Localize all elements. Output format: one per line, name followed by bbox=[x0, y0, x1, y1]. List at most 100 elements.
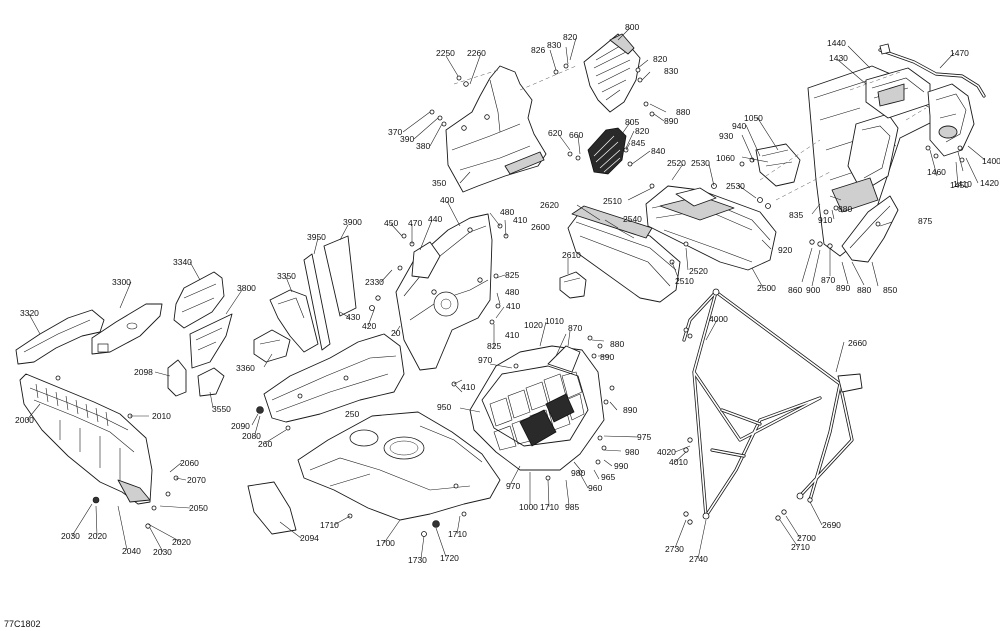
callout-250: 250 bbox=[345, 409, 359, 419]
callout-900: 900 bbox=[806, 285, 820, 295]
callout-2070: 2070 bbox=[187, 475, 206, 485]
callout-2098: 2098 bbox=[134, 367, 153, 377]
callout-2610: 2610 bbox=[562, 250, 581, 260]
callout-835: 835 bbox=[789, 210, 803, 220]
callout-860: 860 bbox=[788, 285, 802, 295]
callout-975: 975 bbox=[637, 432, 651, 442]
callout-1430: 1430 bbox=[829, 53, 848, 63]
callout-2730: 2730 bbox=[665, 544, 684, 554]
callout-410: 410 bbox=[506, 301, 520, 311]
callout-826: 826 bbox=[531, 45, 545, 55]
callout-845: 845 bbox=[631, 138, 645, 148]
callout-875: 875 bbox=[918, 216, 932, 226]
callout-2520: 2520 bbox=[689, 266, 708, 276]
callout-20: 20 bbox=[391, 328, 401, 338]
callout-3340: 3340 bbox=[173, 257, 192, 267]
callout-960: 960 bbox=[588, 483, 602, 493]
callout-825: 825 bbox=[487, 341, 501, 351]
callout-1420: 1420 bbox=[980, 178, 999, 188]
callout-910: 910 bbox=[818, 215, 832, 225]
trim-panel-2600 bbox=[567, 205, 681, 303]
callout-2710: 2710 bbox=[791, 542, 810, 552]
side-panel-350 bbox=[445, 65, 547, 193]
callout-370: 370 bbox=[388, 127, 402, 137]
callout-3550: 3550 bbox=[212, 404, 231, 414]
callout-880: 880 bbox=[857, 285, 871, 295]
callout-470: 470 bbox=[408, 218, 422, 228]
callout-1050: 1050 bbox=[744, 113, 763, 123]
callout-4020: 4020 bbox=[657, 447, 676, 457]
callout-2040: 2040 bbox=[122, 546, 141, 556]
callout-labels: 2250 2260 370 390 380 350 826 830 820 80… bbox=[15, 22, 1000, 565]
callout-1020: 1020 bbox=[524, 320, 543, 330]
callout-2090: 2090 bbox=[231, 421, 250, 431]
callout-920: 920 bbox=[778, 245, 792, 255]
callout-1730: 1730 bbox=[408, 555, 427, 565]
callout-930: 930 bbox=[719, 131, 733, 141]
callout-1410: 1410 bbox=[953, 179, 972, 189]
callout-410: 410 bbox=[505, 330, 519, 340]
callout-400: 400 bbox=[440, 195, 454, 205]
rear-frame-1430 bbox=[807, 43, 986, 257]
callout-3300: 3300 bbox=[112, 277, 131, 287]
diagram-code: 77C1802 bbox=[4, 619, 41, 629]
rear-floor-2000 bbox=[19, 373, 153, 505]
callout-660: 660 bbox=[569, 130, 583, 140]
callout-1060: 1060 bbox=[716, 153, 735, 163]
callout-480: 480 bbox=[500, 207, 514, 217]
callout-4000: 4000 bbox=[709, 314, 728, 324]
callout-430: 430 bbox=[346, 312, 360, 322]
callout-2020: 2020 bbox=[88, 531, 107, 541]
callout-980: 980 bbox=[571, 468, 585, 478]
callout-890: 890 bbox=[664, 116, 678, 126]
callout-2060: 2060 bbox=[180, 458, 199, 468]
tray-950 bbox=[469, 345, 605, 471]
callout-985: 985 bbox=[565, 502, 579, 512]
callout-2020: 2020 bbox=[172, 537, 191, 547]
callout-2520: 2520 bbox=[667, 158, 686, 168]
callout-3950: 3950 bbox=[307, 232, 326, 242]
callout-410: 410 bbox=[461, 382, 475, 392]
duct-2500 bbox=[645, 185, 777, 271]
callout-890: 890 bbox=[600, 352, 614, 362]
callout-2690: 2690 bbox=[822, 520, 841, 530]
callout-380: 380 bbox=[416, 141, 430, 151]
callout-2620: 2620 bbox=[540, 200, 559, 210]
callout-1710: 1710 bbox=[540, 502, 559, 512]
callout-3360: 3360 bbox=[236, 363, 255, 373]
callout-410: 410 bbox=[513, 215, 527, 225]
callout-2530: 2530 bbox=[691, 158, 710, 168]
callout-870: 870 bbox=[568, 323, 582, 333]
callout-2094: 2094 bbox=[300, 533, 319, 543]
callout-2250: 2250 bbox=[436, 48, 455, 58]
callout-850: 850 bbox=[883, 285, 897, 295]
callout-980: 980 bbox=[625, 447, 639, 457]
callout-2030: 2030 bbox=[153, 547, 172, 557]
callout-880: 880 bbox=[838, 204, 852, 214]
callout-1710: 1710 bbox=[448, 529, 467, 539]
callout-970: 970 bbox=[506, 481, 520, 491]
callout-leaders bbox=[26, 27, 986, 560]
callout-440: 440 bbox=[428, 214, 442, 224]
callout-880: 880 bbox=[676, 107, 690, 117]
callout-800: 800 bbox=[625, 22, 639, 32]
callout-2530: 2530 bbox=[726, 181, 745, 191]
callout-2660: 2660 bbox=[848, 338, 867, 348]
grill-805 bbox=[587, 127, 627, 175]
main-floor-1700 bbox=[297, 411, 501, 521]
callout-1460: 1460 bbox=[927, 167, 946, 177]
callout-1440: 1440 bbox=[827, 38, 846, 48]
clip-2610 bbox=[559, 271, 587, 299]
callout-1470: 1470 bbox=[950, 48, 969, 58]
side-panel-850 bbox=[841, 195, 899, 263]
part-3350 bbox=[269, 289, 319, 353]
callout-2740: 2740 bbox=[689, 554, 708, 564]
callout-2030: 2030 bbox=[61, 531, 80, 541]
callout-2700: 2700 bbox=[797, 533, 816, 543]
callout-2010: 2010 bbox=[152, 411, 171, 421]
alignment-lines bbox=[453, 65, 927, 201]
callout-420: 420 bbox=[362, 321, 376, 331]
callout-2080: 2080 bbox=[242, 431, 261, 441]
bracket-3950 bbox=[303, 253, 331, 351]
